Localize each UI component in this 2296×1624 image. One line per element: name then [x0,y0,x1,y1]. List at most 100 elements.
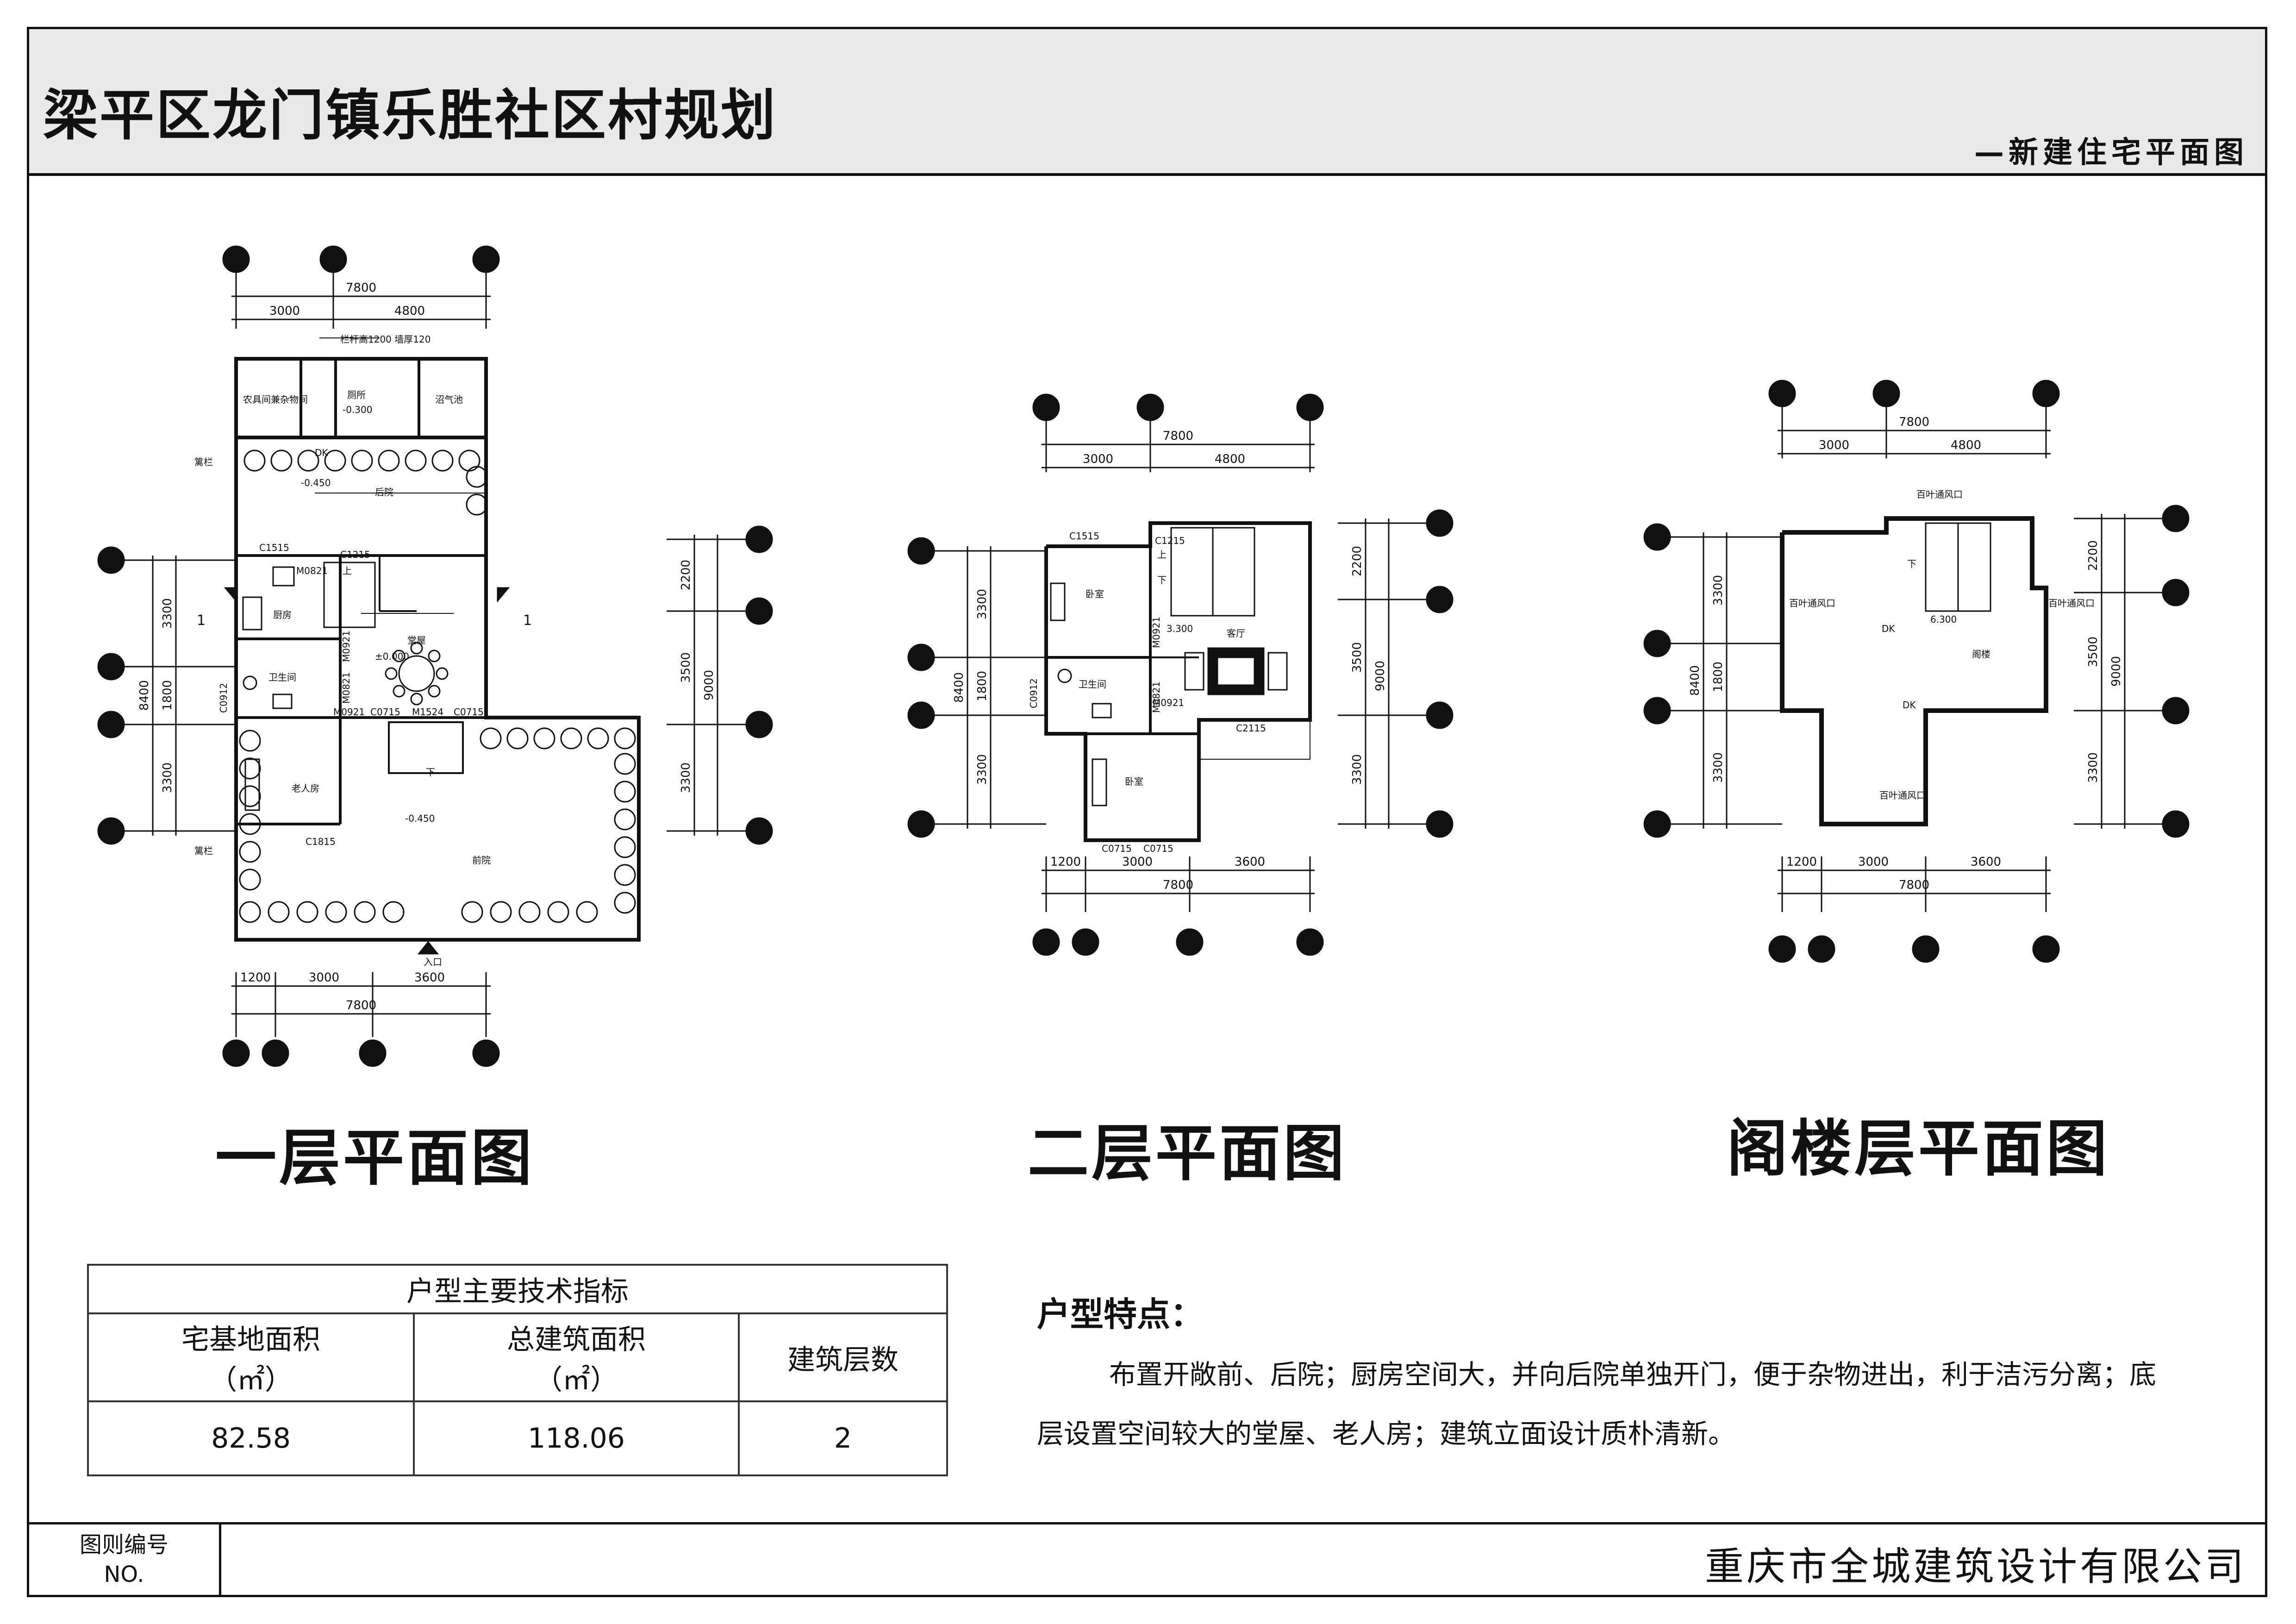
dimension-top: 7800 3000 4800 [231,281,491,320]
dimension-text: 2200 [2086,540,2100,571]
axis-bubbles-bottom: 1 2 4 5 [1768,935,2060,963]
axis-label: 4 [368,1044,378,1063]
axis-bubbles-left: E C B A [1643,523,1782,838]
dimension-text: 3500 [2086,637,2100,667]
axis-label: F [1435,514,1444,533]
bush-icon [378,450,400,472]
page-title: 梁平区龙门镇乐胜社区村规划 [43,83,778,147]
annotation: 篱栏 [194,845,213,856]
dimension-top: 7800 3000 4800 [1083,429,1245,466]
axis-label: 1 [1041,933,1051,952]
bush-icon [270,450,293,472]
bush-icon [576,901,598,923]
axis-label: 1 [231,250,241,269]
annotation: DK [315,447,328,458]
elevation: -0.450 [301,477,331,488]
door-tag: M0921 [333,706,365,718]
dimension-text: 3500 [1350,642,1364,673]
bush-icon [239,757,261,780]
axis-label: E [1652,528,1662,547]
bush-icon [325,901,347,923]
second-floor-plan: 1 3 5 7800 3000 4800 E C B A [907,394,1454,956]
room-label: 堂屋 [407,635,426,646]
axis-label: 5 [2041,940,2051,959]
dimension-bottom: 1200 3000 3600 7800 [1042,855,1315,912]
axis-label: A [2170,815,2181,834]
dimension-left: 3300 1800 3300 8400 [1688,575,1725,783]
window-tag: C2115 [1236,723,1266,734]
dimension-text: 7800 [1163,878,1193,892]
axis-label: 2 [270,1044,281,1063]
dimension-left: 3300 1800 3300 8400 [137,598,175,793]
section-label: 1 [197,612,206,629]
footer-bar: 图则编号 NO. 重庆市全城建筑设计有限公司 [27,1522,2267,1597]
dimension-text: 3500 [679,652,693,683]
table-header-cell: 总建筑面积 （㎡） [413,1312,740,1402]
drawing-number-label-en: NO. [104,1562,144,1587]
dimension-text: 3300 [161,762,175,793]
dimension-text: 3000 [269,304,300,318]
vent-label: 百叶通风口 [1879,790,1926,801]
bush-icon [614,781,636,803]
fixtures [242,566,295,811]
room-label: 卫生间 [1079,679,1106,690]
vent-label: 百叶通风口 [1789,598,1835,609]
door-tag: M0821 [296,565,328,576]
drawing-number-cell: 图则编号 NO. [29,1524,221,1595]
stair-down: 下 [426,767,435,778]
elevation: ±0.000 [375,651,409,662]
dimension-text: 8400 [137,680,151,711]
bush-icon [354,901,376,923]
table-header-cell: 建筑层数 [738,1312,948,1402]
dimension-right: 2200 3500 3300 9000 [679,560,716,793]
annotation: 篱栏 [194,456,213,468]
bush-icon [324,450,346,472]
table-caption: 户型主要技术指标 [87,1264,948,1314]
window-tag: C0715 [454,706,484,718]
window-tag: C0912 [1028,678,1039,708]
dimension-text: 1800 [161,680,175,711]
axis-label: C [1652,635,1663,653]
bush-icon [243,450,266,472]
door-tag: M1524 [412,706,443,718]
door-tag: M0921 [1153,697,1184,708]
bush-icon [614,892,636,914]
elevation: 6.300 [1930,614,1957,625]
section-markers: 1 1 [197,587,532,629]
room-label: 厕所 [347,389,366,400]
table-cell: 2 [738,1400,948,1476]
stair-up: 上 [343,565,352,576]
room-labels: 栏杆高1200 墙厚120 农具间兼杂物间 厕所 -0.300 沼气池 DK 篱… [194,334,491,968]
axis-label: 1 [1777,385,1787,403]
dimension-text: 3000 [1122,855,1153,869]
door-tag: M0921 [341,631,352,662]
door-tag: M0821 [341,672,352,704]
axis-label: A [1434,815,1445,834]
walls [1780,516,2048,826]
axis-bubbles-left: E C B A [97,546,236,845]
axis-label: 5 [481,250,491,269]
table-cell: 118.06 [413,1400,740,1476]
room-label: 后院 [375,487,393,498]
door-tag: M0821 [1151,681,1162,713]
dimension-text: 3000 [309,971,339,985]
axis-label: 5 [1305,933,1315,952]
dimension-top: 7800 3000 4800 [1819,415,1981,452]
axis-label: E [106,551,116,570]
bush-icon [614,836,636,858]
dimension-text: 1200 [240,971,271,985]
bush-icon [458,450,480,472]
axis-label: B [106,716,116,734]
axis-bubbles-right: F D B A [1338,509,1454,838]
annotation: DK [1882,623,1895,634]
stair-down: 下 [1157,575,1167,586]
axis-bubbles-right: F D B A [667,525,773,845]
axis-label: 3 [1145,399,1155,417]
bush-icon [351,450,373,472]
dimension-text: 9000 [702,670,716,700]
bush-icon [518,901,541,923]
second-floor-caption: 二层平面图 [1028,1118,1347,1189]
annotation: 入口 [424,956,442,968]
dimension-text: 3300 [2086,752,2100,783]
window-tag: C1815 [306,836,336,847]
